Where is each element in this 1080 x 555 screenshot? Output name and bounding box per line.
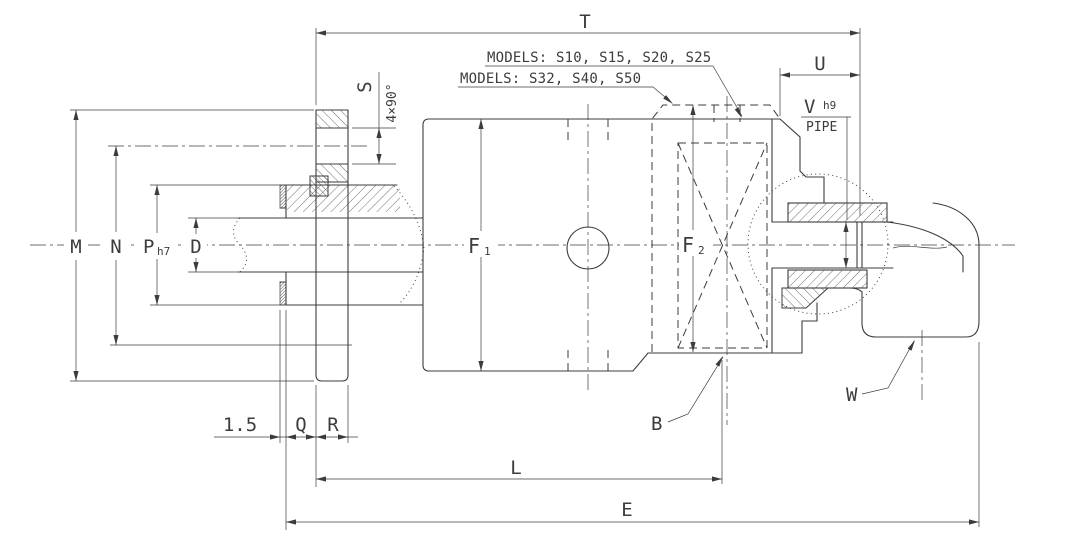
dim-label-Q: Q — [295, 414, 306, 436]
large-model-silhouette — [651, 104, 781, 352]
dim-label-offset: 1.5 — [223, 414, 257, 436]
dim-label-D: D — [190, 236, 201, 258]
flange-rim-hatch — [316, 110, 348, 128]
dim-L: L — [316, 360, 723, 484]
dim-F1: F 1 — [464, 119, 498, 371]
nut-bottom-hatch — [787, 269, 868, 289]
flange-hub-section — [233, 109, 425, 382]
dim-label-E: E — [621, 499, 632, 521]
elbow-flow-line — [892, 245, 948, 249]
pipe-boss-top-outline — [779, 118, 825, 204]
key-hatch — [309, 175, 329, 197]
leader-line — [712, 65, 743, 117]
centerlines — [30, 96, 1015, 425]
leader-W: W — [846, 340, 915, 406]
retaining-ring-bottom — [279, 281, 287, 306]
dim-label-bolt-pattern: 4×90° — [385, 83, 400, 122]
dim-label-M: M — [70, 236, 81, 258]
dim-V-pipe: V h9 PIPE — [801, 96, 851, 268]
shaft-break-line — [233, 217, 247, 273]
dim-label-V-tol: h9 — [823, 99, 836, 112]
dim-label-P: P — [143, 236, 154, 258]
dim-label-S: S — [354, 81, 376, 92]
dim-label-F1-sub: 1 — [484, 245, 491, 258]
elbow-inner-curve — [886, 221, 964, 273]
dim-M: M — [64, 109, 314, 382]
leader-line — [861, 340, 915, 395]
note-models-large: MODELS: S32, S40, S50 — [460, 71, 641, 87]
supply-port-circle — [566, 226, 610, 270]
hub-ball-seat-break — [393, 185, 425, 304]
dim-QR-row: 1.5 Q R — [214, 310, 358, 530]
pipe-connection-section — [747, 173, 980, 338]
hub-hatch — [287, 185, 400, 212]
model-notes: MODELS: S10, S15, S20, S25 MODELS: S32, … — [458, 50, 743, 118]
dim-D: D — [185, 217, 240, 273]
dim-label-B: B — [651, 413, 662, 435]
stator-body-outline — [422, 118, 825, 372]
dim-label-F2: F — [682, 233, 694, 257]
rotor-step-hatch — [781, 287, 830, 309]
dim-label-T: T — [579, 11, 590, 33]
rotor-bore-box — [677, 142, 768, 349]
dim-label-pipe: PIPE — [806, 120, 837, 135]
retaining-ring-top — [279, 184, 287, 209]
dim-label-N: N — [110, 236, 121, 258]
ball-swivel-phantom-circle — [747, 173, 889, 315]
nut-top-hatch — [787, 202, 888, 223]
dim-label-F2-sub: 2 — [698, 244, 705, 257]
dim-label-V: V — [804, 96, 815, 118]
leader-B: B — [651, 356, 724, 435]
leader-line — [667, 356, 724, 423]
dim-U: U — [779, 53, 860, 116]
flange-plate-outline — [315, 109, 349, 382]
elbow-outer-outline — [849, 202, 980, 338]
body-left-bottom-outline — [422, 118, 803, 372]
bore-box-diagonal — [677, 142, 768, 349]
dim-label-W: W — [846, 384, 858, 406]
dim-S-bolt-holes: S 4×90° — [352, 72, 400, 165]
dim-N: N — [104, 146, 352, 346]
dim-label-P-tol: h7 — [157, 245, 170, 258]
dim-T: T — [315, 11, 861, 216]
dim-label-F1: F — [468, 234, 480, 258]
dim-label-L: L — [510, 457, 521, 479]
dim-label-U: U — [814, 53, 825, 75]
pipe-boss-bottom-outline — [801, 302, 818, 354]
dim-label-R: R — [327, 414, 339, 436]
dim-E: E — [286, 342, 980, 527]
dim-F2: F 2 — [679, 105, 713, 352]
rotor-dashed-outline — [651, 104, 781, 352]
note-models-small: MODELS: S10, S15, S20, S25 — [487, 50, 711, 66]
dim-P: P h7 — [138, 184, 287, 306]
